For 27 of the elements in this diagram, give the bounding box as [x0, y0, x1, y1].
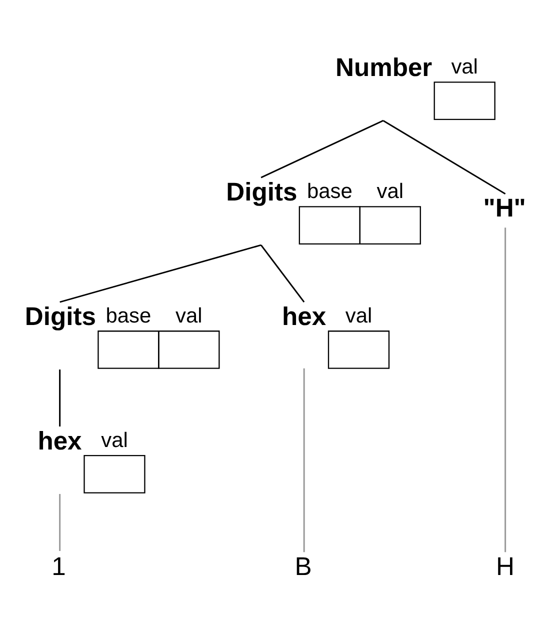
- connector: [382, 120, 506, 195]
- node-box: [434, 82, 496, 120]
- node-box: [328, 330, 390, 369]
- node-label: Number: [335, 54, 432, 82]
- connector: [303, 368, 305, 552]
- node-label: Digits: [24, 302, 96, 331]
- connector: [260, 244, 305, 303]
- node-text: H: [496, 552, 514, 581]
- node-label: Digits: [226, 178, 298, 206]
- node-label: val: [176, 304, 202, 328]
- node-label: hex: [282, 302, 326, 331]
- connector: [504, 228, 506, 552]
- node-text: 1: [52, 552, 66, 581]
- node-box: [84, 455, 146, 494]
- connector: [59, 494, 61, 551]
- node-label: val: [101, 428, 128, 452]
- connector: [60, 244, 262, 303]
- node-text: B: [294, 552, 312, 581]
- node-label: base: [306, 180, 352, 203]
- connector: [59, 370, 61, 426]
- node-label: base: [106, 304, 152, 328]
- node-label: val: [451, 55, 478, 78]
- node-label: val: [345, 304, 372, 328]
- node-text: "H": [483, 194, 526, 223]
- node-label: val: [376, 180, 404, 203]
- connector: [260, 120, 384, 178]
- node-label: hex: [38, 427, 82, 456]
